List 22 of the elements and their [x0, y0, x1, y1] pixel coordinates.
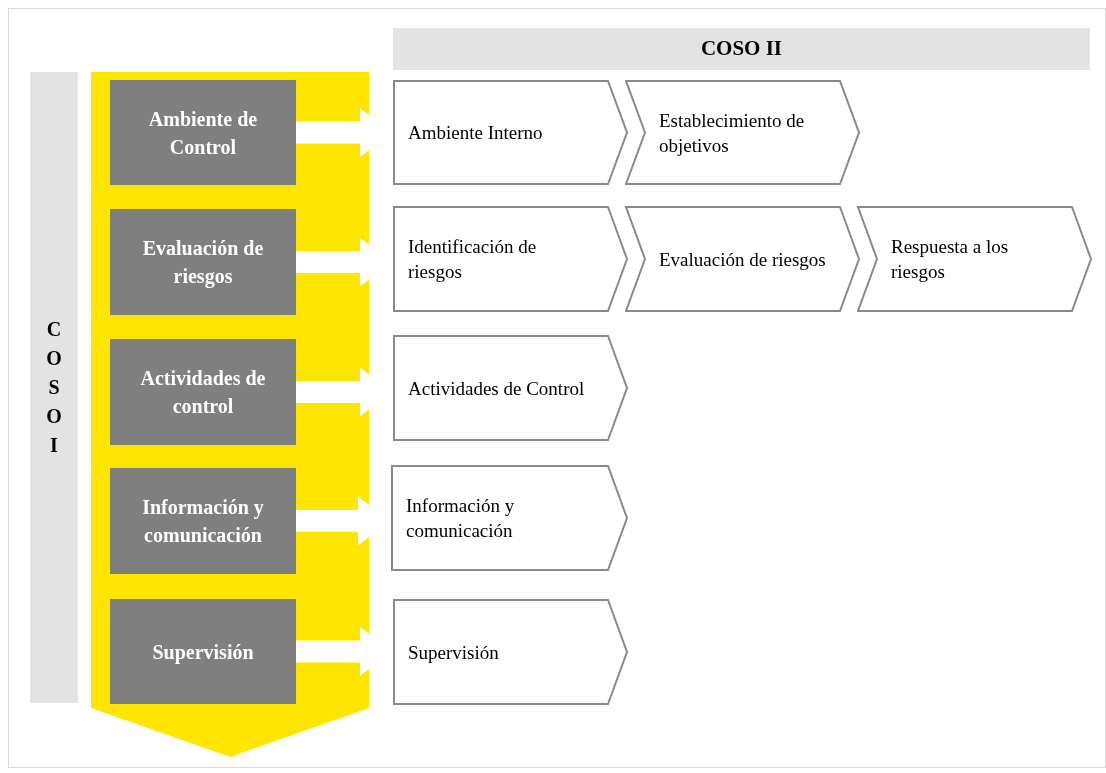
- step-label: Establecimiento de objetivos: [659, 108, 806, 158]
- header-band: [393, 28, 1090, 70]
- component-label: Supervisión: [152, 639, 254, 666]
- step-label: Información y comunicación: [406, 494, 516, 543]
- step-label: Ambiente Interno: [408, 121, 543, 145]
- header-title: COSO II: [700, 35, 783, 63]
- component-label: Evaluación de riesgos: [141, 236, 265, 290]
- component-box: [110, 468, 296, 574]
- step-label: Supervisión: [408, 640, 499, 665]
- step-label: Actividades de Control: [408, 376, 585, 401]
- component-label: Ambiente de Control: [147, 106, 259, 160]
- vertical-band: [30, 72, 78, 703]
- component-box: [110, 209, 296, 315]
- step-label: Respuesta a los riesgos: [891, 235, 1010, 284]
- component-label: Actividades de control: [139, 366, 267, 419]
- step-label: Identificación de riesgos: [408, 235, 538, 284]
- component-box: [110, 599, 296, 704]
- step-label: Evaluación de riesgos: [659, 247, 826, 272]
- component-box: [110, 80, 296, 185]
- component-label: Información y comunicación: [141, 495, 265, 548]
- vertical-title: COSO I: [45, 317, 63, 458]
- component-box: [110, 339, 296, 445]
